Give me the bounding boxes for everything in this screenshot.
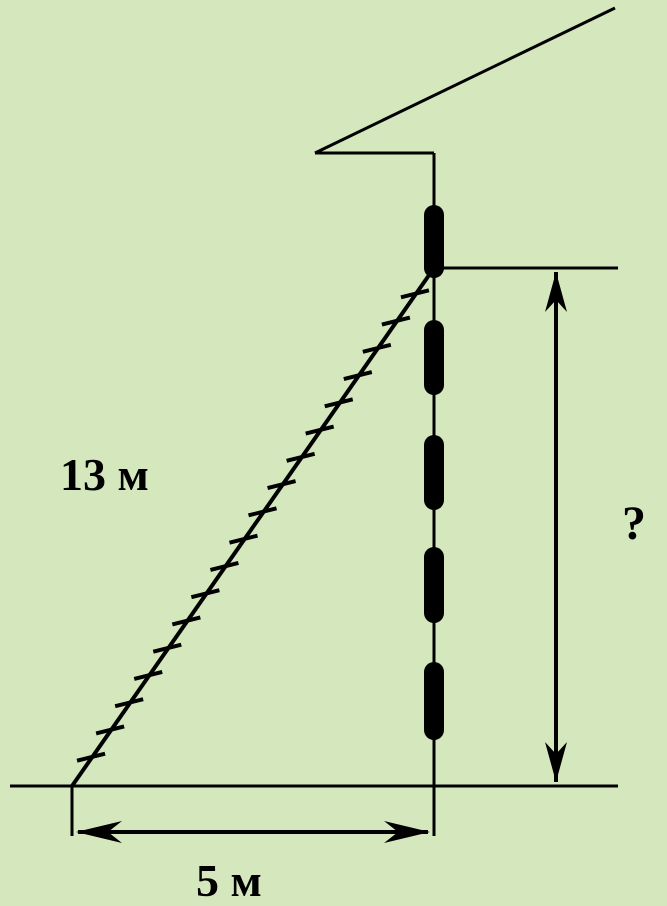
base-arrow-head-right bbox=[384, 821, 430, 843]
height-arrow-head-bottom bbox=[545, 742, 567, 782]
height-arrow-head-top bbox=[545, 272, 567, 312]
ladder-rung bbox=[248, 506, 278, 518]
ladder-rung bbox=[95, 724, 125, 736]
ladder-rung bbox=[400, 288, 430, 300]
ladder-rung bbox=[286, 451, 316, 463]
ladder-rung bbox=[381, 315, 411, 327]
roof-slope-line bbox=[314, 6, 616, 155]
ladder-rung bbox=[114, 697, 144, 709]
ladder-rung bbox=[343, 370, 373, 381]
ladder-line bbox=[70, 266, 436, 788]
ladder-length-label: 13 м bbox=[60, 449, 149, 500]
height-unknown-label: ? bbox=[622, 497, 646, 550]
ladder-rung bbox=[209, 560, 239, 572]
ladder-rung bbox=[362, 342, 392, 354]
ladder-rung bbox=[133, 670, 163, 681]
ladder-rung bbox=[76, 751, 106, 763]
ladder-rung bbox=[152, 642, 182, 654]
ladder-rung bbox=[190, 588, 220, 600]
ladder-rung bbox=[267, 479, 297, 491]
ladder-rungs bbox=[76, 288, 430, 763]
ladder-rung bbox=[324, 397, 354, 409]
base-arrow-head-left bbox=[76, 821, 122, 843]
ladder-rung bbox=[171, 615, 201, 627]
ladder-rung bbox=[228, 533, 258, 545]
ladder-rung bbox=[305, 424, 335, 436]
base-distance-label: 5 м bbox=[196, 855, 262, 906]
